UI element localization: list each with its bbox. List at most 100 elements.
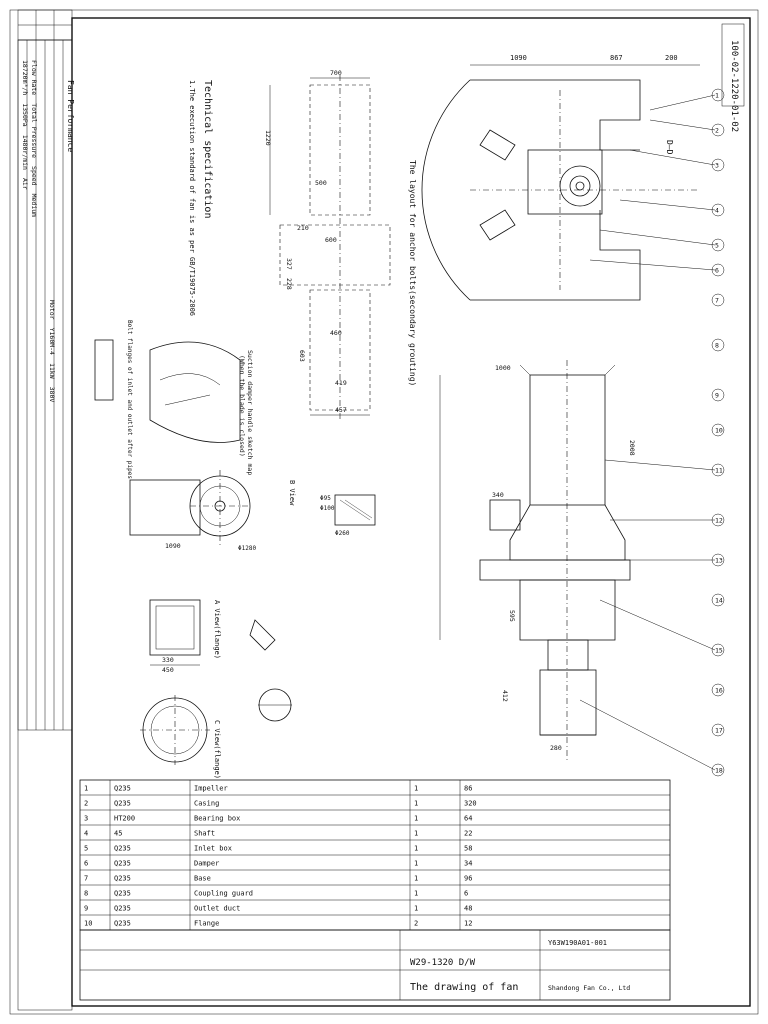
parts-cell: 4 — [84, 830, 88, 838]
dim-100: Φ100 — [320, 505, 335, 512]
parts-cell: 58 — [464, 845, 472, 853]
parts-cell: 96 — [464, 875, 472, 883]
parts-cell: Q235 — [114, 890, 131, 898]
balloon-circle — [711, 158, 725, 172]
balloon-label: 11 — [715, 467, 723, 475]
parts-cell: 7 — [84, 875, 88, 883]
balloon-label: 2 — [715, 127, 719, 135]
parts-cell: Q235 — [114, 800, 131, 808]
parts-cell: Coupling guard — [194, 890, 253, 898]
parts-cell: Q235 — [114, 905, 131, 913]
parts-cell: 1 — [84, 785, 88, 793]
parts-cell: 22 — [464, 830, 472, 838]
parts-cell: Casing — [194, 800, 219, 808]
parts-cell: 1 — [414, 845, 418, 853]
drawing-number-box — [721, 23, 745, 107]
balloon-label: 12 — [715, 517, 723, 525]
dim-412: 412 — [501, 690, 509, 702]
parts-cell: 45 — [114, 830, 122, 838]
parts-cell: 34 — [464, 860, 472, 868]
a-view-label: A View(flange) — [213, 600, 221, 659]
dim-457: 457 — [335, 406, 347, 414]
side-elevation-view: 1000 2008 340 412 595 280 — [439, 360, 716, 771]
dim-280: 280 — [550, 744, 562, 752]
balloon-label: 14 — [715, 597, 723, 605]
dim-228: 228 — [285, 278, 293, 290]
parts-cell: Q235 — [114, 785, 131, 793]
balloon-circle — [711, 88, 725, 102]
title-name: The drawing of fan — [410, 982, 518, 993]
tech-spec-heading: Technical specification — [202, 80, 213, 218]
fan-performance-row-2: 18720m³/h1350Pa1480r/minAir — [21, 60, 29, 190]
balloon-label: 5 — [715, 242, 719, 250]
dim-603: 603 — [298, 350, 306, 362]
dim-500: 500 — [315, 179, 327, 187]
balloon-circle — [711, 293, 725, 307]
balloon-label: 6 — [715, 267, 719, 275]
parts-cell: Outlet duct — [194, 905, 240, 913]
technical-specification: Technical specification 1.The execution … — [188, 80, 213, 316]
dim-top-b: 867 — [610, 54, 623, 62]
flange-detail: Φ95 Φ100 Φ260 — [320, 494, 376, 537]
dim-top-c: 200 — [665, 54, 678, 62]
parts-cell: Q235 — [114, 845, 131, 853]
parts-cell: 48 — [464, 905, 472, 913]
c-view-label: C View(flange) — [213, 720, 221, 779]
parts-cell: 8 — [84, 890, 88, 898]
parts-cell: 9 — [84, 905, 88, 913]
anchor-bolt-layout-view: 1090 867 200 D—D The layout for anchor b… — [408, 54, 716, 386]
parts-cell: Q235 — [114, 860, 131, 868]
dim-419: 419 — [335, 379, 347, 387]
parts-cell: 3 — [84, 815, 88, 823]
fan-performance-row-1: Flow RateTotal PressureSpeedMedium — [30, 60, 38, 217]
title-block: The drawing of fan W29-1320 D/W Y63W190A… — [79, 929, 671, 1001]
tech-spec-line-1: 1.The execution standard of fan is as pe… — [188, 80, 196, 316]
dim-595: 595 — [508, 610, 516, 622]
balloon-circle — [711, 338, 725, 352]
balloon-label: 17 — [715, 727, 723, 735]
balloon-circle — [711, 463, 725, 477]
balloon-circle — [711, 388, 725, 402]
balloon-circle — [711, 203, 725, 217]
dim-327: 327 — [285, 258, 293, 270]
parts-cell: 5 — [84, 845, 88, 853]
outer-border — [9, 9, 759, 1015]
parts-cell: 6 — [464, 890, 468, 898]
parts-cell: Q235 — [114, 875, 131, 883]
balloon-label: 15 — [715, 647, 723, 655]
dim-1000: 1000 — [495, 364, 511, 372]
parts-cell: Q235 — [114, 920, 131, 928]
title-model: W29-1320 D/W — [410, 958, 476, 968]
parts-cell: 2 — [84, 800, 88, 808]
parts-cell: 1 — [414, 890, 418, 898]
balloon-label: 16 — [715, 687, 723, 695]
dim-2008: 2008 — [628, 440, 636, 456]
parts-cell: 1 — [414, 815, 418, 823]
balloon-circle — [711, 643, 725, 657]
suction-damper-title: Suction damper handle sketch map — [246, 350, 254, 475]
parts-cell: 10 — [84, 920, 92, 928]
parts-cell: 1 — [414, 860, 418, 868]
parts-cell: 1 — [414, 875, 418, 883]
parts-cell: 320 — [464, 800, 477, 808]
dim-450: 450 — [162, 666, 174, 674]
fan-performance-heading: Fan Performance — [66, 80, 75, 152]
parts-cell: 1 — [414, 785, 418, 793]
balloon-circle — [711, 123, 725, 137]
dim-330: 330 — [162, 656, 174, 664]
dim-1090b: 1090 — [165, 542, 181, 550]
dim-460: 460 — [330, 329, 342, 337]
parts-cell: Inlet box — [194, 845, 232, 853]
balloon-circle — [711, 683, 725, 697]
b-view: 1090 B View Φ1280 — [129, 470, 296, 552]
balloon-circle — [711, 423, 725, 437]
fan-performance-row-3: MotorY160M-411kW380V — [48, 300, 56, 402]
parts-cell: Flange — [194, 920, 219, 928]
fan-performance-table: Fan Performance Flow RateTotal PressureS… — [17, 39, 75, 731]
parts-cell: 2 — [414, 920, 418, 928]
balloon-label: 8 — [715, 342, 719, 350]
flange-note: Bolt flanges of inlet and outlet after p… — [126, 320, 133, 479]
parts-cell: 1 — [414, 905, 418, 913]
